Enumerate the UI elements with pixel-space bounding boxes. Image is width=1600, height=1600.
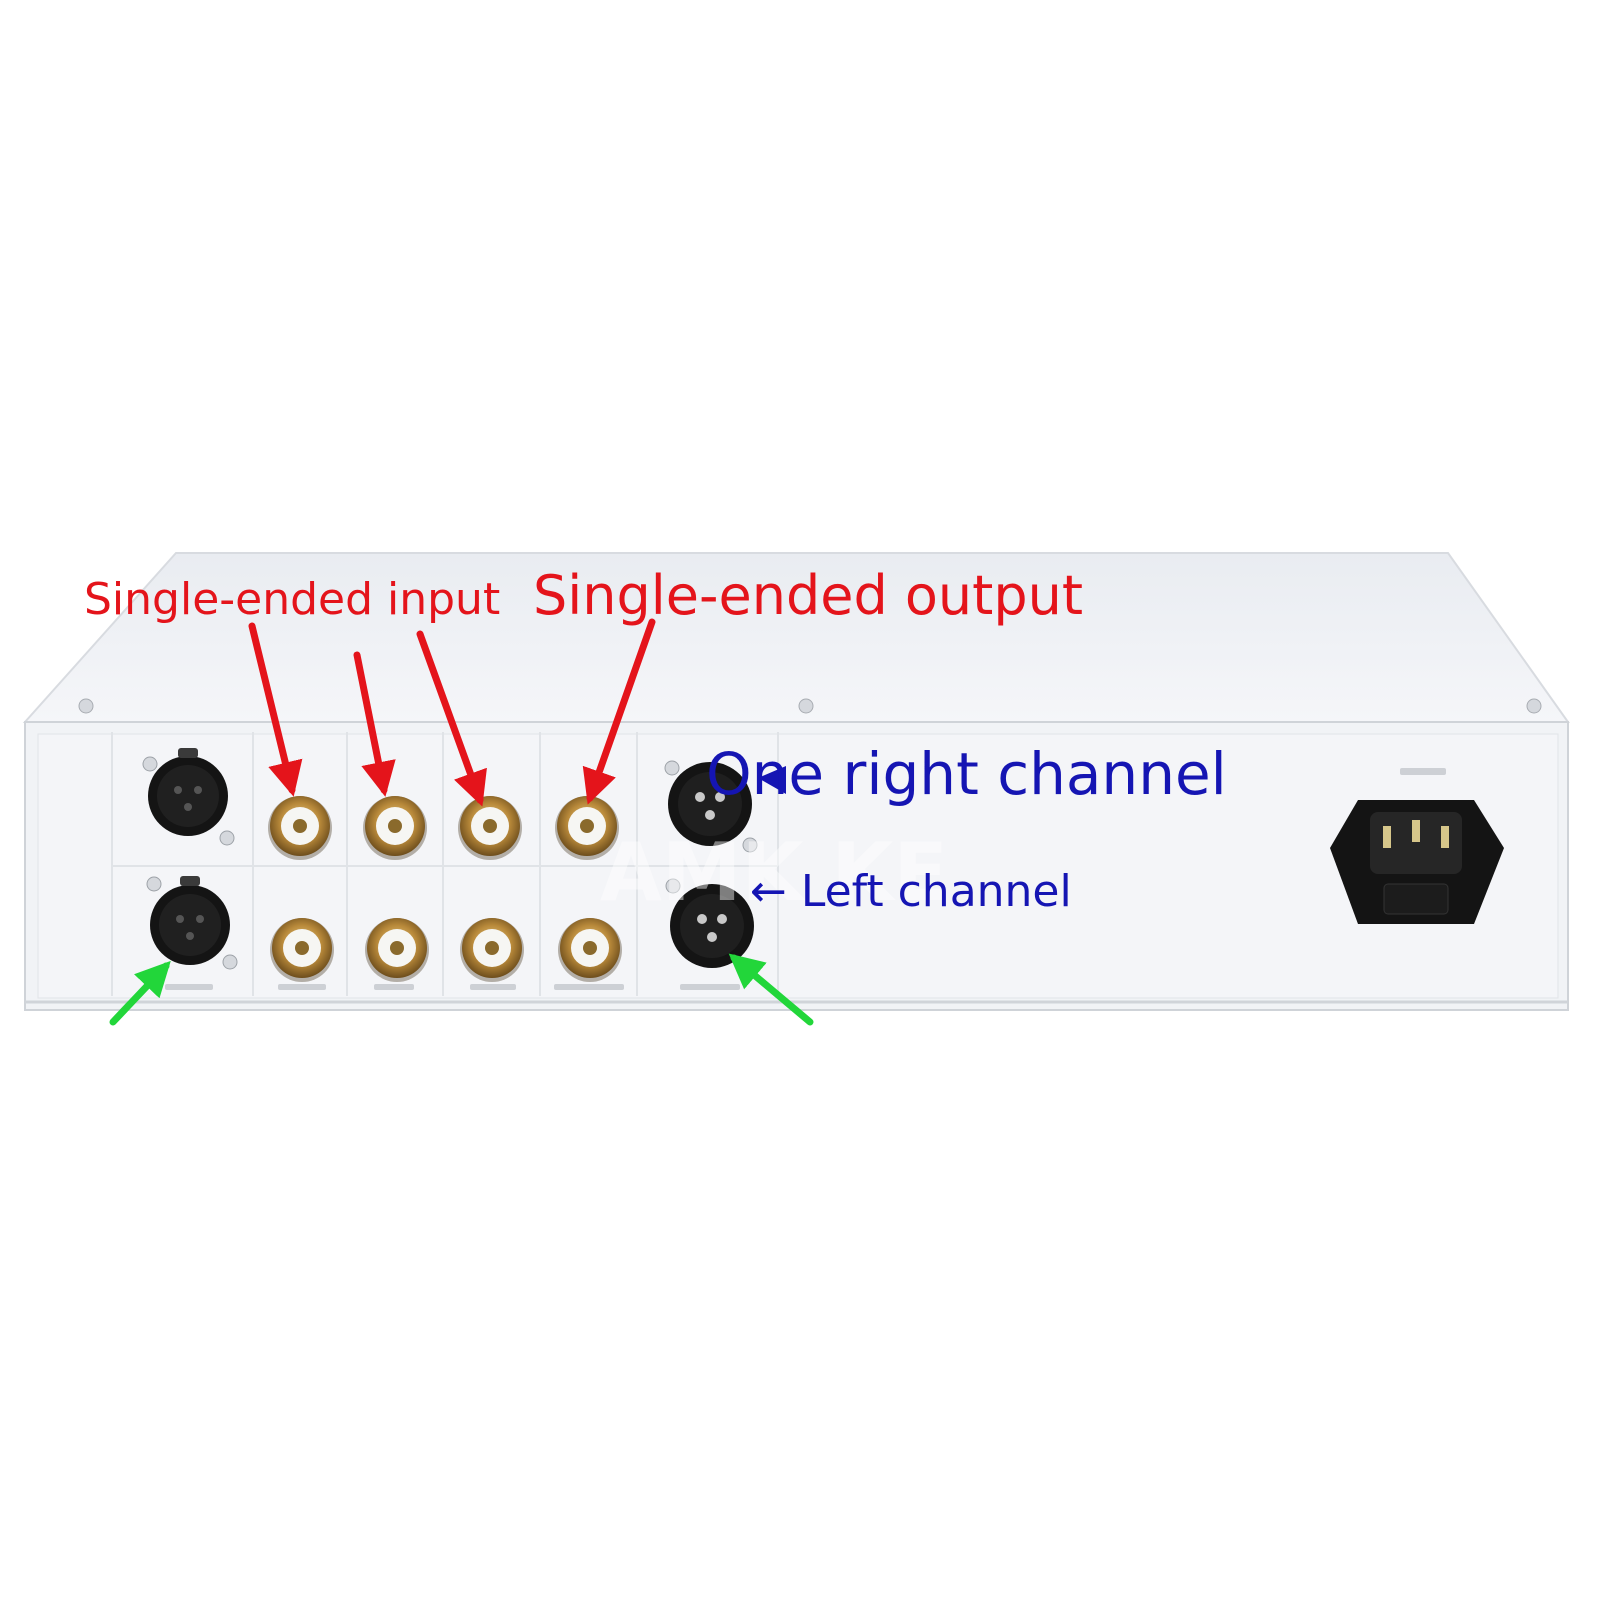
screw <box>798 698 814 714</box>
single-ended-input-label: Single-ended input <box>84 574 501 625</box>
red-arrow <box>416 630 487 807</box>
screw <box>1526 698 1542 714</box>
green-arrow <box>728 953 814 1026</box>
rca-jack <box>363 796 427 860</box>
xlr-female-jack <box>142 748 235 846</box>
single-ended-output-label: Single-ended output <box>533 564 1083 627</box>
rca-jack <box>270 918 334 982</box>
iec-power-inlet <box>1330 800 1504 924</box>
red-arrow <box>353 651 396 797</box>
xlr-female-jack <box>146 876 238 970</box>
rca-jack <box>555 796 619 860</box>
left-channel-label: ← Left channel <box>750 866 1072 917</box>
rca-jack <box>268 796 332 860</box>
green-arrow <box>109 960 171 1026</box>
blue-pointer-icon <box>758 766 786 794</box>
rca-jack <box>458 796 522 860</box>
screw <box>78 698 94 714</box>
xlr-male-jack <box>664 760 758 853</box>
red-arrow <box>248 622 303 797</box>
rca-jack <box>558 918 622 982</box>
watermark: AMK KE <box>600 826 948 919</box>
red-arrow <box>582 618 656 805</box>
xlr-male-jack <box>665 878 754 968</box>
right-channel-label: One right channel <box>706 740 1227 808</box>
rca-jack <box>365 918 429 982</box>
rca-jack <box>460 918 524 982</box>
